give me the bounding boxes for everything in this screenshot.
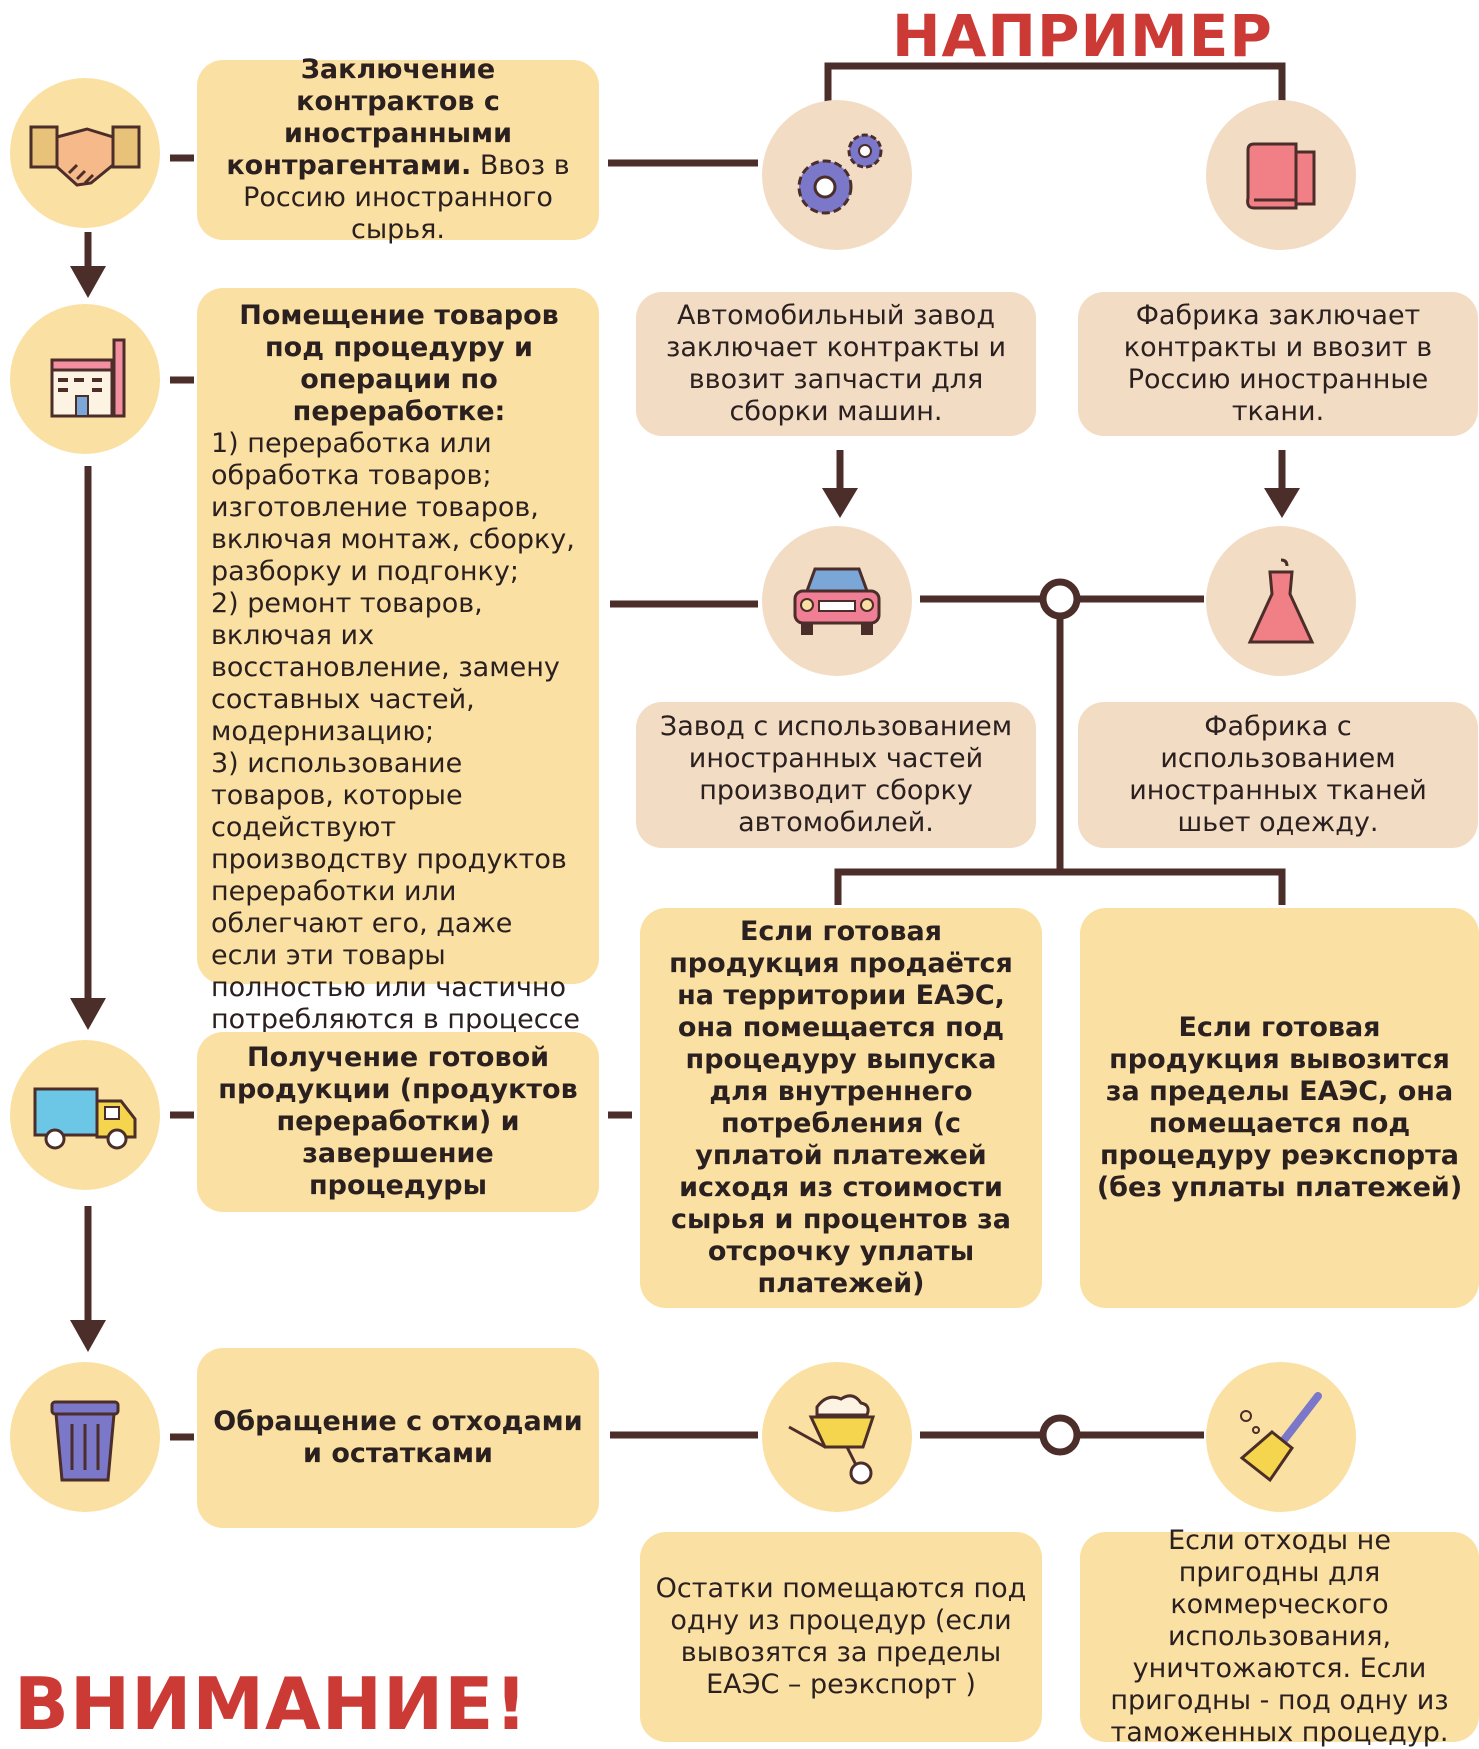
trash-can-icon xyxy=(50,1400,120,1482)
clothing-assembly-box: Фабрика с использованием иностранных тка… xyxy=(1078,702,1478,848)
step-1-box: Заключение контрактов с иностранными кон… xyxy=(197,54,599,245)
remnants-box: Остатки помещаются под одну из процедур … xyxy=(640,1532,1042,1742)
step-2-circle xyxy=(10,304,160,454)
broom-circle xyxy=(1206,1362,1356,1512)
clothing-assembly-text: Фабрика с использованием иностранных тка… xyxy=(1129,711,1427,838)
step-1-title: Заключение контрактов с иностранными кон… xyxy=(226,54,513,181)
attention-heading: ВНИМАНИЕ! xyxy=(14,1662,529,1746)
remnants-text: Остатки помещаются под одну из процедур … xyxy=(655,1573,1027,1700)
car-circle xyxy=(762,526,912,676)
fabric-circle xyxy=(1206,100,1356,250)
car-icon xyxy=(793,567,881,635)
clothing-contract-text: Фабрика заключает контракты и ввозит в Р… xyxy=(1123,300,1433,427)
step-3-title: Получение готовой продукции (продуктов п… xyxy=(218,1042,578,1201)
handshake-icon xyxy=(29,125,141,187)
clothing-contract-box: Фабрика заключает контракты и ввозит в Р… xyxy=(1078,292,1478,436)
step-2-text: 1) переработка или обработка товаров; из… xyxy=(211,428,581,1067)
step-4-title: Обращение с отходами и остатками xyxy=(213,1406,583,1469)
step-4-circle xyxy=(10,1362,160,1512)
broom-icon xyxy=(1239,1392,1322,1483)
fabric-icon xyxy=(1246,142,1316,210)
domestic-outcome-box: Если готовая продукция продаётся на терр… xyxy=(640,908,1042,1308)
step-2-title: Помещение товаров под процедуру и операц… xyxy=(239,300,559,427)
gears-icon xyxy=(797,133,883,215)
dress-icon xyxy=(1247,558,1315,644)
wheelbarrow-circle xyxy=(762,1362,912,1512)
step-2-box: Помещение товаров под процедуру и операц… xyxy=(197,288,599,1067)
step-3-box: Получение готовой продукции (продуктов п… xyxy=(197,1032,599,1212)
wheelbarrow-icon xyxy=(788,1394,876,1485)
domestic-outcome-text: Если готовая продукция продаётся на терр… xyxy=(669,916,1013,1299)
step-1-circle xyxy=(10,78,160,228)
step-4-box: Обращение с отходами и остатками xyxy=(197,1348,599,1528)
gears-circle xyxy=(762,100,912,250)
car-plant-assembly-text: Завод с использованием иностранных часте… xyxy=(659,711,1013,838)
car-plant-contract-box: Автомобильный завод заключает контракты … xyxy=(636,292,1036,436)
reexport-outcome-box: Если готовая продукция вывозится за пред… xyxy=(1080,908,1479,1308)
step-1-text: Ввоз в Россию иностранного сырья. xyxy=(243,150,570,245)
factory-icon xyxy=(50,338,126,418)
dress-circle xyxy=(1206,526,1356,676)
step-3-circle xyxy=(10,1040,160,1190)
reexport-outcome-text: Если готовая продукция вывозится за пред… xyxy=(1096,1012,1463,1203)
waste-box: Если отходы не пригодны для коммерческог… xyxy=(1080,1525,1479,1748)
truck-icon xyxy=(33,1087,137,1150)
car-plant-contract-text: Автомобильный завод заключает контракты … xyxy=(666,300,1006,427)
example-heading: НАПРИМЕР xyxy=(892,2,1273,70)
waste-text: Если отходы не пригодны для коммерческог… xyxy=(1110,1525,1449,1748)
car-plant-assembly-box: Завод с использованием иностранных часте… xyxy=(636,702,1036,848)
